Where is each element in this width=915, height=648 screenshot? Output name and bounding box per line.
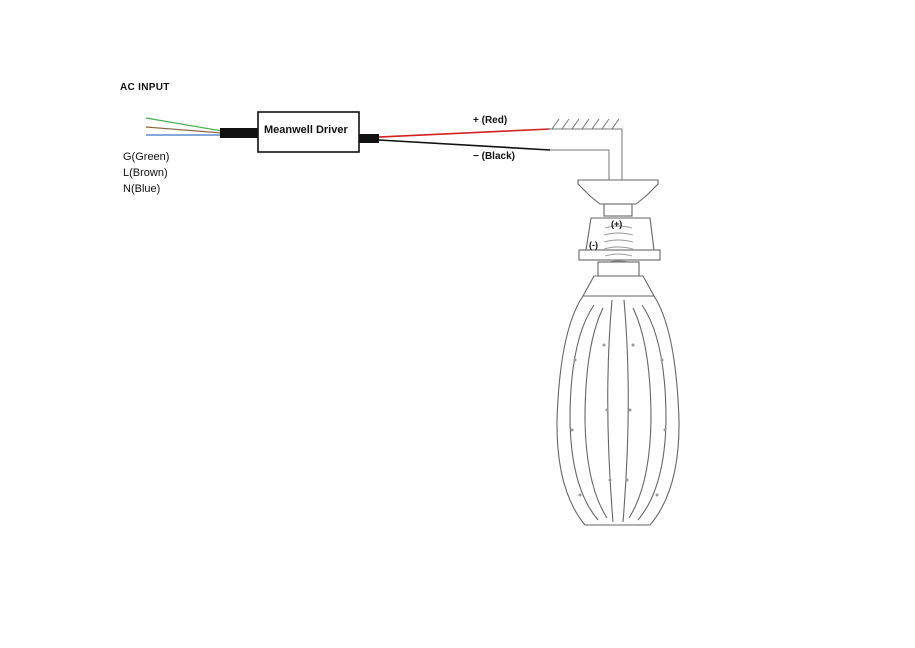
- input-label-brown: L(Brown): [123, 167, 168, 179]
- ac-input-label: AC INPUT: [120, 83, 170, 92]
- wire-red: [378, 128, 551, 138]
- positive-label: + (Red): [473, 115, 508, 126]
- wire-green: [145, 117, 223, 132]
- lamp-base: [597, 261, 640, 277]
- lamp-fixture: [556, 179, 680, 526]
- wire-brown: [145, 126, 223, 134]
- input-label-green: G(Green): [123, 151, 170, 163]
- fixture-wires: [550, 128, 623, 188]
- lamp-body-outer: [556, 295, 680, 526]
- input-cable: [220, 128, 258, 138]
- lamp-fin-left: [569, 304, 599, 521]
- socket-negative-mark: (-): [589, 240, 598, 250]
- lamp-rivets: [570, 343, 667, 497]
- canopy: [577, 179, 659, 205]
- driver-label: Meanwell Driver: [264, 124, 348, 136]
- socket-positive-mark: (+): [611, 219, 623, 229]
- wire-black: [378, 139, 551, 151]
- driver-box: [257, 111, 360, 153]
- negative-label: − (Black): [473, 151, 515, 162]
- lamp-fin-left-inner: [584, 307, 608, 519]
- lamp-fin-right: [637, 304, 667, 521]
- input-label-blue: N(Blue): [123, 183, 161, 195]
- canopy-neck: [603, 203, 633, 217]
- lamp-neck: [582, 275, 655, 297]
- output-cable: [359, 134, 379, 143]
- lamp-fin-right-inner: [628, 307, 652, 519]
- lamp-fin-center-l: [607, 299, 614, 523]
- ceiling-hatch: [548, 118, 622, 130]
- lamp-fin-center-r: [622, 299, 629, 523]
- ac-input-wires: [145, 117, 223, 136]
